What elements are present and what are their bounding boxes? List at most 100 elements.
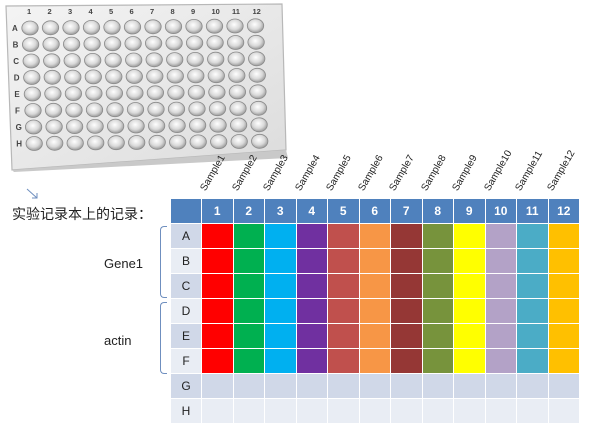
- plate-well: [144, 19, 162, 35]
- well-E12: [547, 323, 580, 349]
- notebook-record-label: 实验记录本上的记录：: [12, 207, 152, 223]
- well-A9: [453, 223, 486, 249]
- plate-well: [85, 102, 104, 118]
- table-row-F: F: [170, 348, 580, 374]
- sample-label-7: Sample7: [387, 153, 417, 193]
- plate-well: [249, 84, 267, 100]
- plate-row-letter: D: [14, 74, 20, 83]
- column-header-1: 1: [201, 198, 234, 224]
- well-G10: [484, 373, 517, 399]
- plate-well: [147, 101, 165, 117]
- well-D8: [421, 298, 454, 324]
- sample-label-4: Sample4: [292, 153, 323, 193]
- plate-well: [127, 118, 145, 134]
- column-header-7: 7: [390, 198, 423, 224]
- well-D9: [453, 298, 486, 324]
- well-A12: [547, 223, 580, 249]
- plate-well: [107, 118, 125, 134]
- plate-well: [43, 69, 61, 85]
- well-D3: [264, 298, 297, 324]
- plate-well: [187, 68, 205, 84]
- well-A4: [295, 223, 328, 249]
- well-H12: [547, 398, 580, 424]
- well-A8: [421, 223, 454, 249]
- plate-row-letter: G: [16, 123, 22, 132]
- well-F7: [390, 348, 423, 374]
- well-G7: [390, 373, 423, 399]
- plate-well: [207, 68, 225, 84]
- plate-well: [166, 52, 184, 67]
- well-B9: [453, 248, 486, 274]
- plate-well: [189, 134, 207, 150]
- plate-well: [42, 36, 60, 52]
- plate-well: [84, 69, 102, 85]
- plate-well: [188, 101, 206, 117]
- well-E9: [453, 323, 486, 349]
- table-row-H: H: [170, 398, 580, 424]
- well-H1: [201, 398, 234, 424]
- plate-well: [251, 133, 269, 149]
- well-A3: [264, 223, 297, 249]
- well-F10: [484, 348, 517, 374]
- plate-well: [22, 53, 40, 69]
- column-header-2: 2: [232, 198, 265, 224]
- plate-well: [166, 68, 184, 84]
- plate-well: [209, 117, 227, 133]
- well-A6: [358, 223, 391, 249]
- plate-row-letter: C: [13, 57, 19, 66]
- plate-well: [187, 85, 205, 100]
- plate-well: [43, 53, 61, 69]
- well-D4: [295, 298, 328, 324]
- plate-well: [25, 136, 43, 151]
- plate-well: [63, 53, 81, 68]
- well-F5: [327, 348, 360, 374]
- well-C9: [453, 273, 486, 299]
- column-header-9: 9: [453, 198, 486, 224]
- gene1-bracket: [160, 226, 167, 298]
- plate-well: [87, 135, 105, 151]
- plate-well: [230, 134, 248, 149]
- well-G1: [201, 373, 234, 399]
- plate-well: [146, 68, 164, 84]
- plate-well: [124, 36, 142, 51]
- well-E11: [516, 323, 549, 349]
- plate-well: [62, 36, 81, 52]
- plate-well: [227, 35, 245, 50]
- plate-column-number: 4: [89, 7, 94, 16]
- plate-well: [44, 102, 63, 118]
- plate-column-number: 1: [27, 7, 31, 16]
- sample-label-9: Sample9: [450, 153, 480, 193]
- well-H4: [295, 398, 328, 424]
- well-C4: [295, 273, 328, 299]
- column-header-10: 10: [484, 198, 517, 224]
- well-G11: [516, 373, 549, 399]
- plate-well: [103, 19, 121, 35]
- plate-row-letter: H: [16, 140, 22, 149]
- plate-well: [41, 20, 60, 36]
- plate-well: [250, 117, 268, 133]
- well-D12: [547, 298, 580, 324]
- well-E8: [421, 323, 454, 349]
- well-E4: [295, 323, 328, 349]
- plate-well: [228, 84, 246, 100]
- plate-well: [23, 86, 42, 102]
- well-G3: [264, 373, 297, 399]
- well-D7: [390, 298, 423, 324]
- plate-well: [84, 53, 102, 68]
- well-H10: [484, 398, 517, 424]
- column-header-3: 3: [264, 198, 297, 224]
- plate-well: [145, 35, 163, 51]
- well-A5: [327, 223, 360, 249]
- plate-well: [146, 85, 164, 101]
- plate-well: [44, 86, 62, 102]
- plate-well: [165, 35, 183, 51]
- plate-well: [45, 119, 63, 135]
- plate-well: [145, 52, 163, 68]
- plate-column-number: 10: [212, 7, 220, 16]
- well-C12: [547, 273, 580, 299]
- plate-well: [228, 68, 246, 83]
- well-G8: [421, 373, 454, 399]
- well-F6: [358, 348, 391, 374]
- plate-well: [207, 51, 225, 67]
- well-G12: [547, 373, 580, 399]
